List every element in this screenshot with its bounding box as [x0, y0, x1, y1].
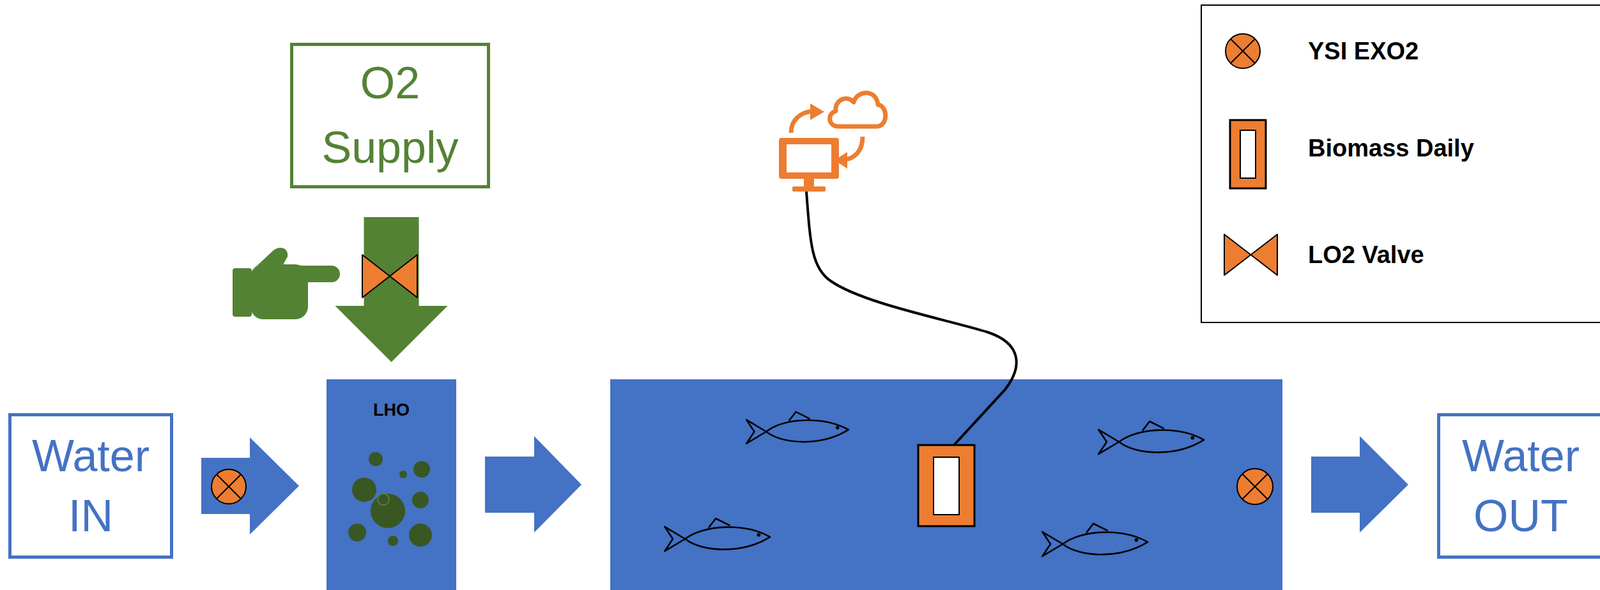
- fish-icon: [1042, 523, 1148, 557]
- hand-thumb: [254, 247, 288, 269]
- sync-arrow: [791, 111, 813, 133]
- hand-fist: [250, 264, 308, 320]
- pointing-hand: [232, 247, 340, 320]
- bubble: [413, 461, 431, 478]
- bubble: [352, 477, 377, 503]
- cloud: [830, 92, 886, 127]
- sensor-circle: [1225, 33, 1261, 69]
- node-label: Water OUT: [1446, 426, 1595, 547]
- legend-label: Biomass Daily: [1307, 134, 1475, 163]
- sync-arrowhead: [834, 152, 848, 169]
- node-label: Water IN: [17, 426, 164, 547]
- bubble: [348, 523, 367, 542]
- fish-tank: [610, 379, 1283, 590]
- oxygen-bubbles: [348, 452, 432, 547]
- valve-symbol: [1224, 234, 1278, 276]
- ysi-exo2-symbol: [1237, 469, 1273, 505]
- sensor-cross: [216, 474, 241, 500]
- hand-finger: [287, 265, 340, 283]
- computer-cloud-icon: [778, 92, 886, 192]
- sensor-cross: [1230, 38, 1255, 64]
- bubble: [399, 470, 408, 479]
- bubble-highlight: [377, 493, 390, 506]
- sensor-cross: [1242, 474, 1268, 500]
- ysi-exo2-symbol: [1225, 33, 1261, 69]
- biomass-daily-symbol: [1230, 120, 1266, 189]
- legend-label: YSI EXO2: [1307, 37, 1419, 66]
- fish-icon: [746, 412, 849, 445]
- biomass-frame: [918, 445, 975, 527]
- monitor-base: [792, 186, 826, 192]
- sensor-circle: [1237, 469, 1273, 505]
- bubble: [370, 493, 406, 529]
- monitor-screen: [786, 144, 832, 173]
- monitor: [778, 138, 839, 179]
- sensor-cable: [806, 191, 1017, 446]
- monitor-stand: [803, 178, 815, 187]
- biomass-window: [1240, 130, 1256, 179]
- node-label: LHO: [373, 400, 410, 421]
- flow-arrow: [484, 436, 582, 533]
- bubble: [412, 492, 429, 509]
- source-box: Water IN: [8, 413, 174, 560]
- bubble: [408, 523, 432, 547]
- biomass-window: [933, 457, 960, 516]
- hand-cuff: [232, 268, 252, 317]
- biomass-frame: [1230, 120, 1266, 189]
- lo2-valve: [362, 254, 418, 298]
- node-label: O2 Supply: [299, 51, 481, 181]
- flow-arrow: [201, 437, 300, 535]
- ysi-exo2-symbol: [211, 469, 247, 505]
- oxygenator-box: LHO: [326, 379, 457, 590]
- bubble: [387, 536, 399, 547]
- bubble: [368, 452, 383, 467]
- outlet-box: Water OUT: [1437, 413, 1600, 560]
- fish-icon: [664, 518, 770, 552]
- biomass-daily-sensor: [918, 445, 975, 527]
- legend-frame: [1201, 5, 1600, 323]
- legend-box: [1201, 5, 1600, 323]
- flow-arrow: [1311, 436, 1409, 533]
- legend-label: LO2 Valve: [1307, 241, 1425, 270]
- supply-box: O2 Supply: [290, 42, 491, 189]
- sensor-circle: [211, 469, 247, 505]
- fish-icon: [1098, 421, 1204, 455]
- sync-arrowhead: [810, 103, 825, 121]
- flow-arrow: [335, 217, 448, 363]
- sync-arrow: [844, 136, 863, 160]
